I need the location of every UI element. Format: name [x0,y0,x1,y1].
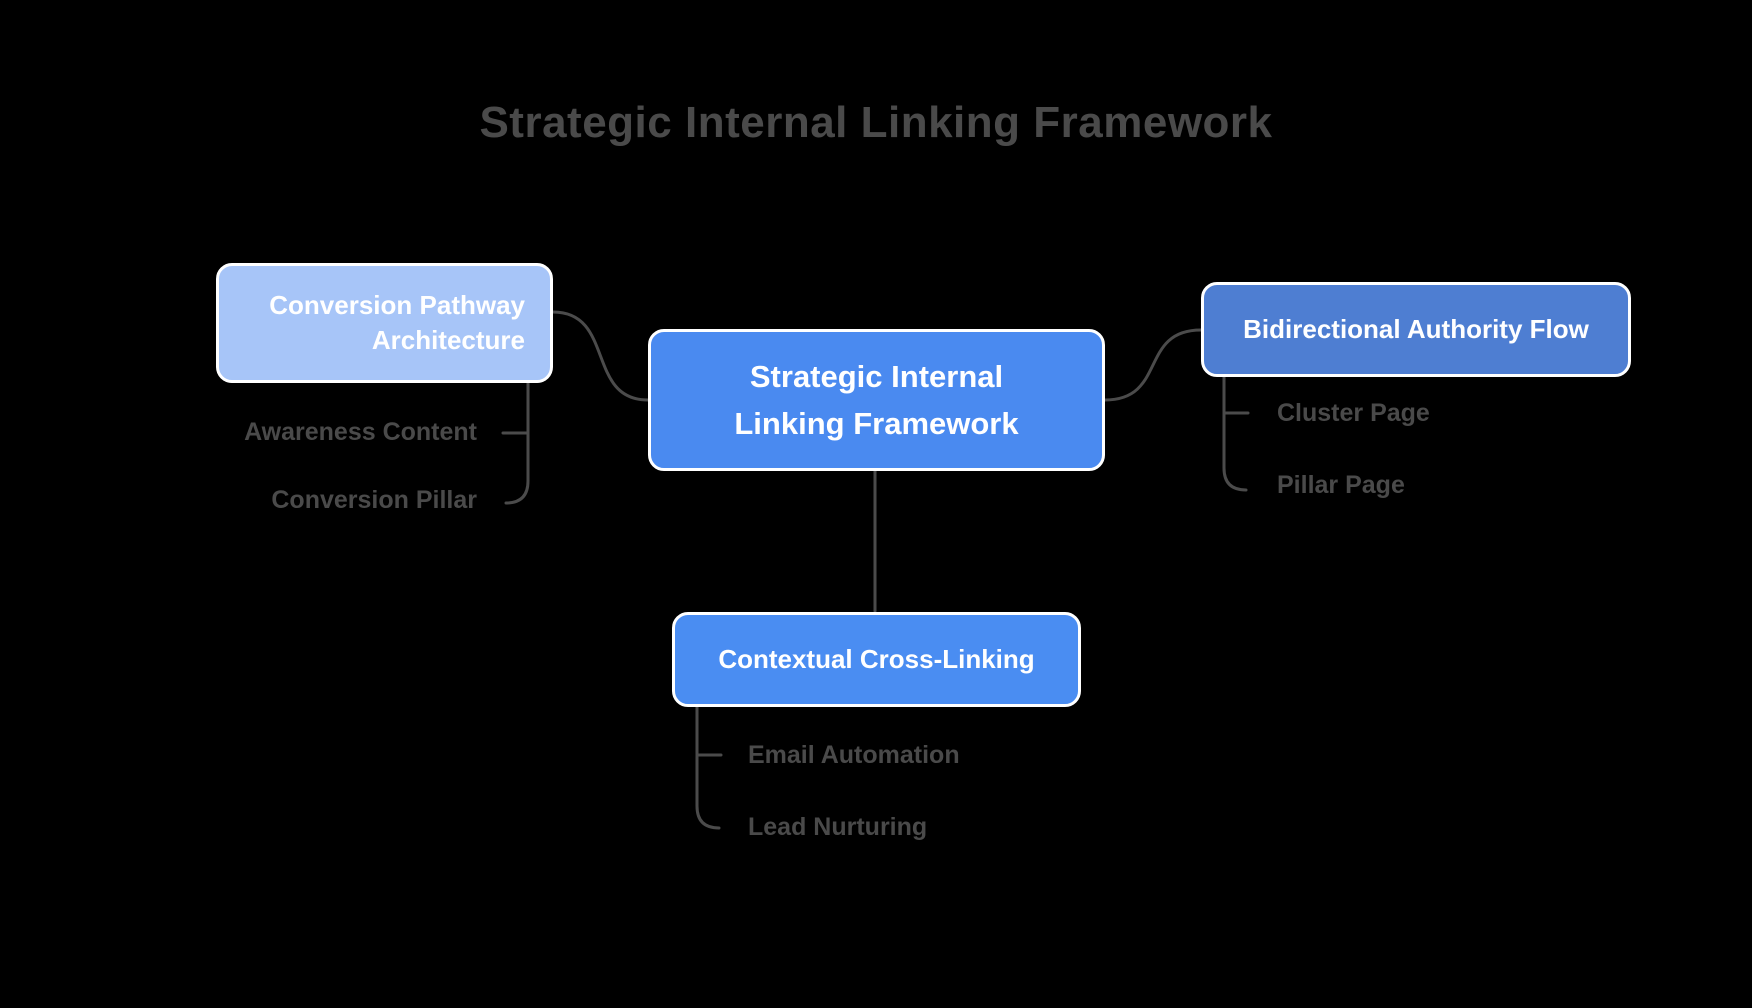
node-contextual-cross-linking: Contextual Cross-Linking [672,612,1081,707]
connector-right-children-spine [1222,375,1248,492]
node-strategic-internal-linking-framework: Strategic Internal Linking Framework [648,329,1105,471]
node-label-line: Contextual Cross-Linking [718,644,1035,674]
connector-left-children-spine [504,381,530,505]
node-label-line: Bidirectional Authority Flow [1243,314,1589,344]
connector-left-to-center [551,310,650,402]
child-label-conversion-pillar: Conversion Pillar [271,486,477,514]
child-label-awareness-content: Awareness Content [244,418,477,446]
child-label-cluster-page: Cluster Page [1277,399,1430,427]
child-label-pillar-page: Pillar Page [1277,471,1405,499]
connector-bottom-children-spine [695,705,721,830]
node-label-line: Strategic Internal [749,359,1004,394]
node-conversion-pathway-architecture: Conversion Pathway Architecture [216,263,553,383]
node-label-line: Conversion Pathway [269,290,525,320]
connector-center-to-right [1103,328,1203,402]
node-label-line: Architecture [371,325,525,355]
child-label-lead-nurturing: Lead Nurturing [748,813,928,841]
diagram-title: Strategic Internal Linking Framework [479,98,1273,147]
child-label-email-automation: Email Automation [748,741,960,769]
node-label-line: Linking Framework [734,406,1019,441]
node-bidirectional-authority-flow: Bidirectional Authority Flow [1201,282,1631,377]
